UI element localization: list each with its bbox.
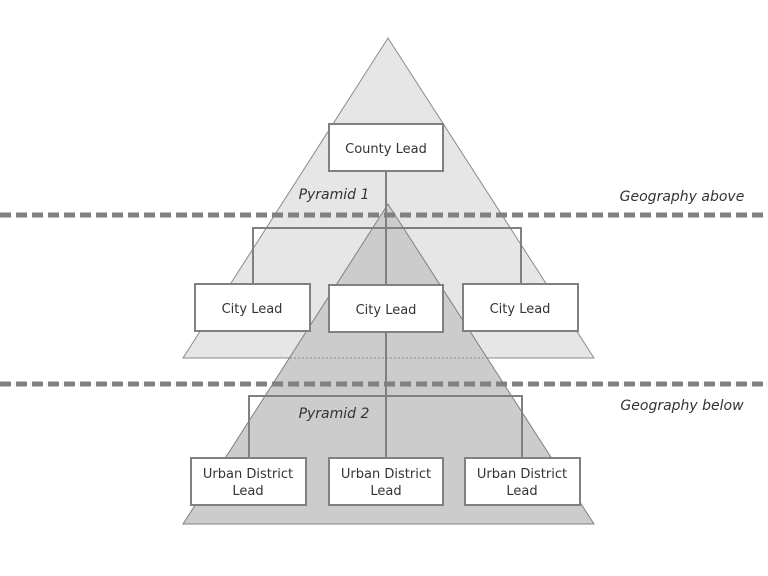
node-city-lead-left[interactable]: City Lead bbox=[194, 283, 311, 332]
node-district-lead-left[interactable]: Urban District Lead bbox=[190, 457, 307, 506]
node-district-lead-center[interactable]: Urban District Lead bbox=[328, 457, 444, 506]
node-label-line2: Lead bbox=[370, 484, 401, 499]
node-city-lead-right[interactable]: City Lead bbox=[462, 283, 579, 332]
node-label: City Lead bbox=[356, 303, 417, 318]
pyramid-1-label: Pyramid 1 bbox=[299, 187, 370, 203]
node-county-lead[interactable]: County Lead bbox=[328, 123, 444, 172]
pyramid-2-shape bbox=[182, 203, 595, 525]
node-district-lead-right[interactable]: Urban District Lead bbox=[464, 457, 581, 506]
node-label-line1: Urban District bbox=[477, 467, 567, 482]
geography-below-label: Geography below bbox=[620, 398, 744, 414]
node-label: City Lead bbox=[222, 302, 283, 317]
connectors bbox=[248, 171, 523, 458]
node-label: City Lead bbox=[490, 302, 551, 317]
geography-above-label: Geography above bbox=[620, 189, 745, 205]
node-label: County Lead bbox=[345, 142, 427, 157]
pyramid-2-label: Pyramid 2 bbox=[299, 406, 370, 422]
node-label-line2: Lead bbox=[232, 484, 263, 499]
node-city-lead-center[interactable]: City Lead bbox=[328, 284, 444, 333]
node-label-line1: Urban District bbox=[203, 467, 293, 482]
node-label-line1: Urban District bbox=[341, 467, 431, 482]
node-label-line2: Lead bbox=[506, 484, 537, 499]
